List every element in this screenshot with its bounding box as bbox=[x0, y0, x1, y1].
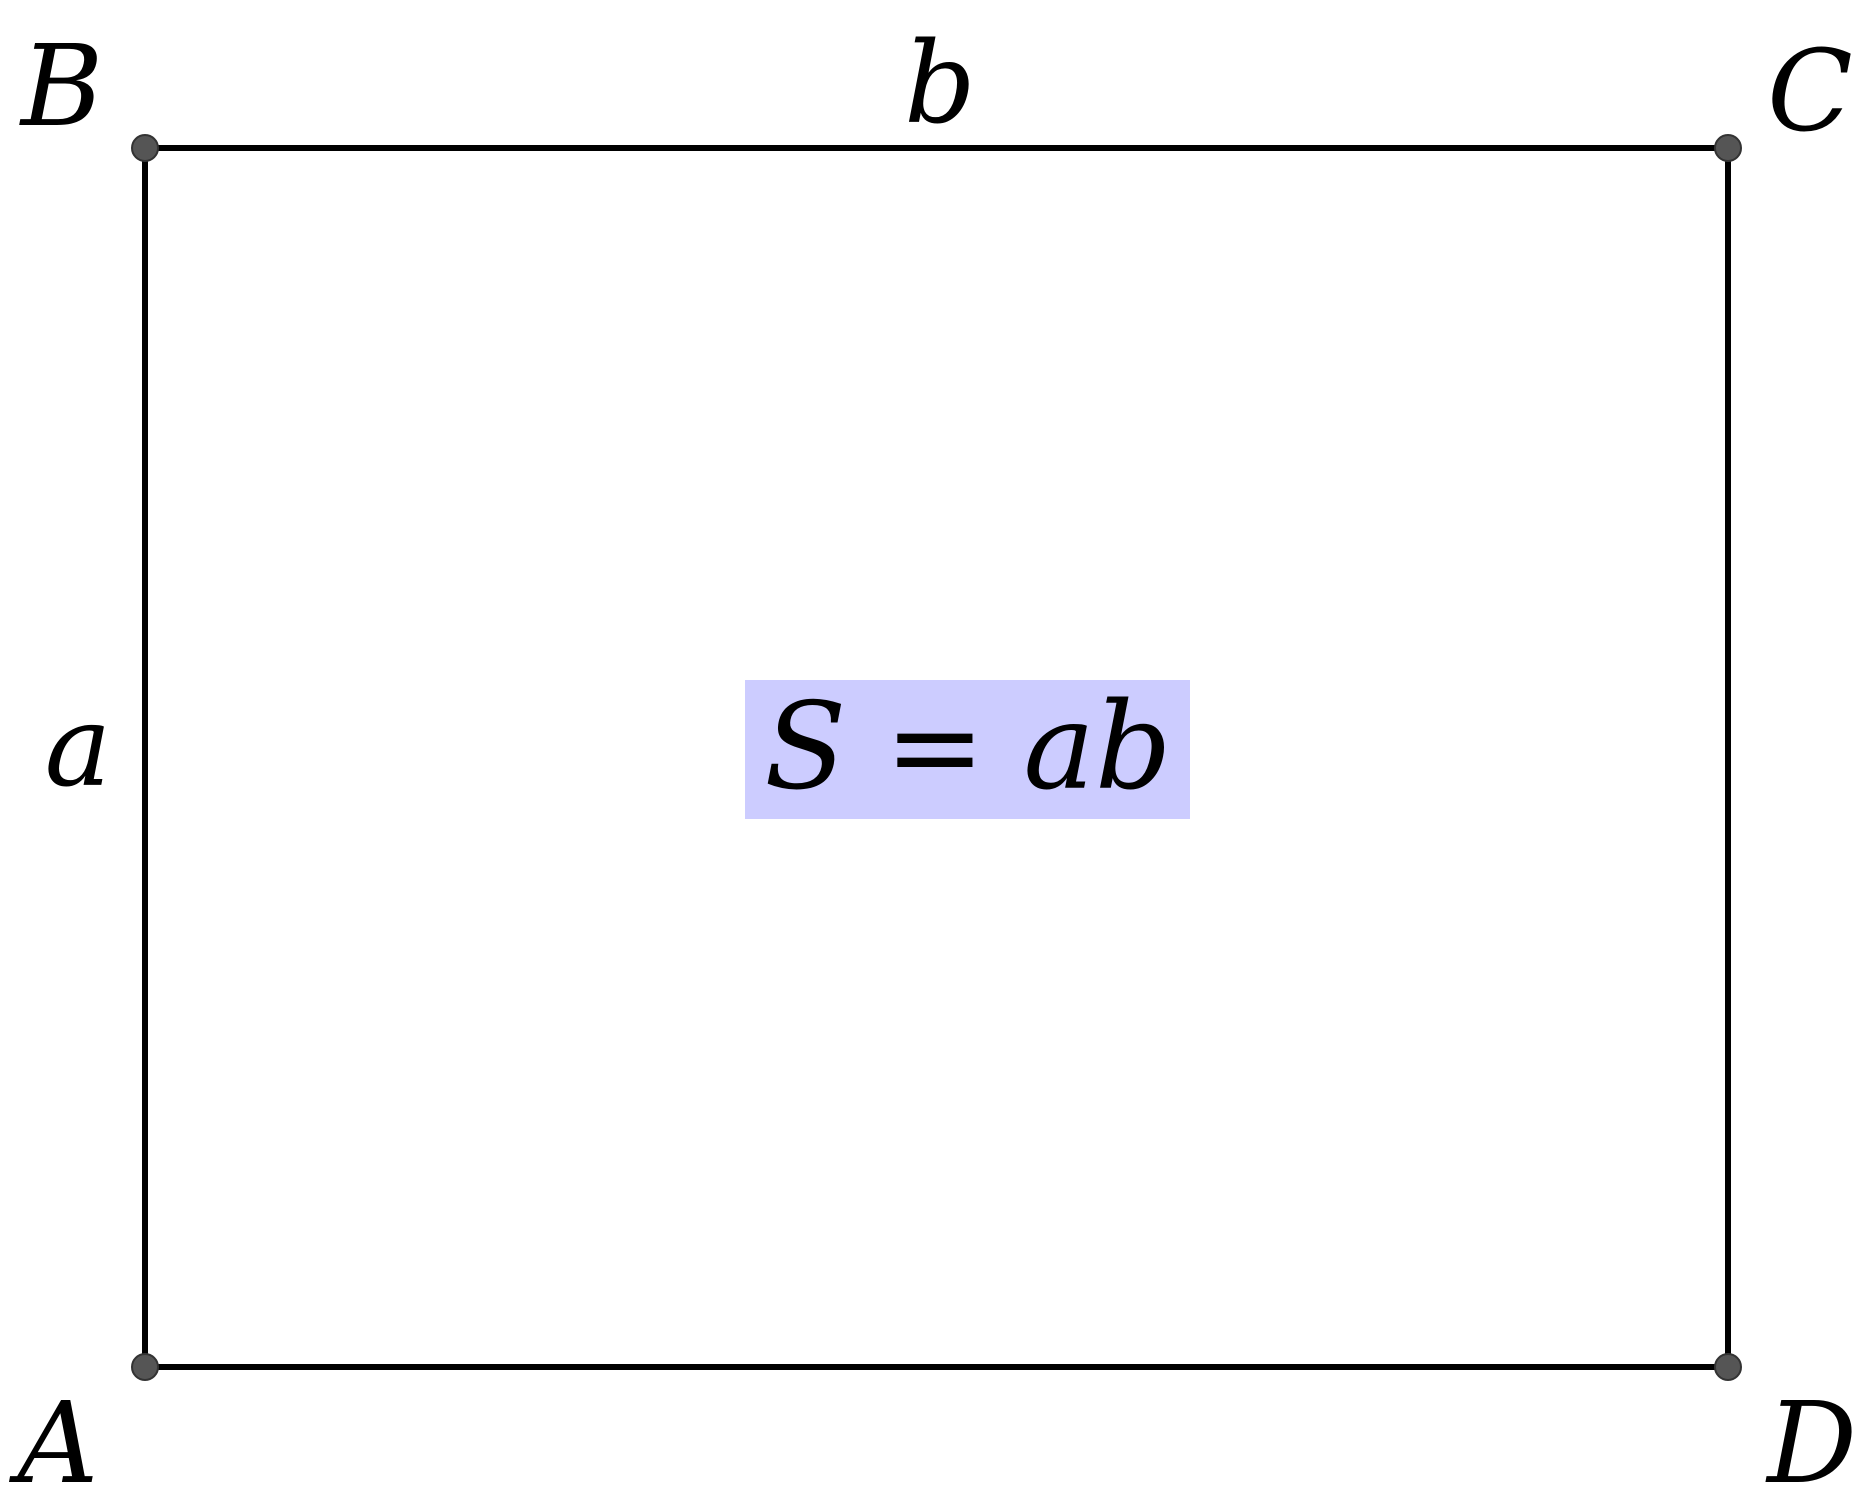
vertex-label-d: D bbox=[1765, 1379, 1857, 1498]
formula-background bbox=[745, 680, 1190, 819]
vertex-label-c: C bbox=[1767, 27, 1853, 157]
side-label-b: b bbox=[904, 19, 976, 149]
vertex-point-a bbox=[131, 1353, 159, 1381]
vertex-point-c bbox=[1714, 134, 1742, 162]
side-label-a: a bbox=[45, 682, 112, 812]
vertex-point-d bbox=[1714, 1353, 1742, 1381]
vertex-point-b bbox=[131, 134, 159, 162]
vertex-label-a: A bbox=[9, 1379, 99, 1498]
area-formula: S = ab bbox=[764, 678, 1171, 817]
vertex-label-b: B bbox=[19, 22, 103, 152]
